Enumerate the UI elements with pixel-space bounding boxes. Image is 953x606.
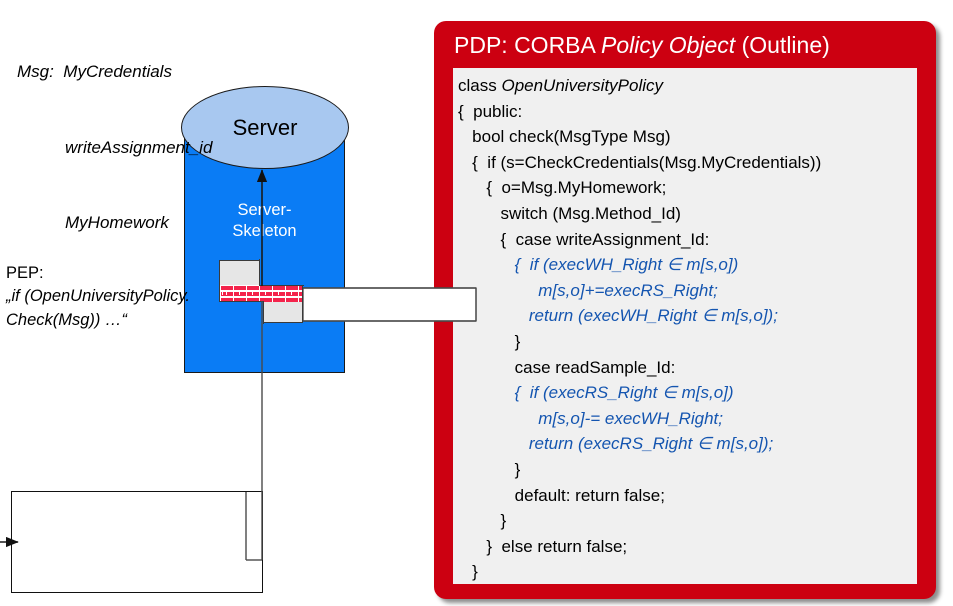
msg-box	[11, 491, 263, 593]
msg-field-1-row: writeAssignment_id	[17, 135, 212, 160]
brick-row-3	[220, 296, 302, 301]
code-line-4: { o=Msg.MyHomework;	[458, 178, 667, 198]
pdp-panel-title: PDP: CORBA Policy Object (Outline)	[454, 32, 830, 59]
msg-label-row: Msg: MyCredentials	[17, 59, 212, 84]
pdp-title-emphasis: Policy Object	[600, 32, 736, 58]
code-line-0-identifier: OpenUniversityPolicy	[501, 76, 664, 95]
pdp-code-listing: class OpenUniversityPolicy{ public: bool…	[453, 68, 917, 584]
code-line-9: return (execWH_Right ∈ m[s,o]);	[458, 306, 778, 326]
code-line-12: { if (execRS_Right ∈ m[s,o])	[458, 383, 734, 403]
interceptor-notch-bottom	[219, 301, 264, 324]
code-line-18: } else return false;	[458, 536, 628, 556]
code-line-0-keyword: class	[458, 76, 502, 95]
server-cylinder-top: Server	[181, 86, 349, 169]
pdp-policy-object-panel: PDP: CORBA Policy Object (Outline) class…	[434, 21, 936, 599]
msg-field-1: writeAssignment_id	[65, 137, 213, 157]
code-line-0: class OpenUniversityPolicy	[458, 73, 917, 99]
code-line-3: { if (s=CheckCredentials(Msg.MyCredentia…	[458, 152, 822, 172]
code-line-6: { case writeAssignment_Id:	[458, 229, 710, 249]
code-line-14: return (execRS_Right ∈ m[s,o]);	[458, 434, 774, 454]
code-line-16: default: return false;	[458, 485, 665, 505]
pep-quote-line-2: Check(Msg)) …“	[6, 310, 128, 329]
code-line-2: bool check(MsgType Msg)	[458, 127, 671, 147]
msg-box-content: Msg: MyCredentials writeAssignment_id My…	[17, 9, 212, 286]
pep-label: PEP:	[6, 264, 44, 282]
code-line-7: { if (execWH_Right ∈ m[s,o])	[458, 255, 739, 275]
skeleton-label-line-1: Server-	[237, 201, 292, 219]
brick-row-2	[220, 290, 302, 295]
skeleton-label-line-2: Skeleton	[232, 221, 297, 240]
server-label: Server	[232, 114, 298, 140]
code-line-1: { public:	[458, 101, 523, 121]
code-line-17: }	[458, 511, 507, 531]
pdp-title-suffix: (Outline)	[735, 32, 830, 58]
code-line-11: case readSample_Id:	[458, 357, 676, 377]
msg-field-2-row: MyHomework	[17, 210, 212, 235]
code-line-8: m[s,o]+=execRS_Right;	[458, 280, 718, 300]
code-line-13: m[s,o]-= execWH_Right;	[458, 408, 723, 428]
pep-annotation: PEP: „if (OpenUniversityPolicy. Check(Ms…	[6, 262, 221, 332]
pdp-title-prefix: PDP: CORBA	[454, 32, 601, 58]
code-line-5: switch (Msg.Method_Id)	[458, 203, 681, 223]
code-line-10: }	[458, 331, 521, 351]
brick-wall-icon	[220, 285, 302, 302]
code-line-15: }	[458, 459, 521, 479]
server-skeleton-label: Server- Skeleton	[184, 200, 345, 241]
msg-field-2: MyHomework	[65, 213, 169, 233]
msg-label: Msg:	[17, 62, 54, 82]
msg-field-0: MyCredentials	[63, 62, 172, 82]
code-line-19: }	[458, 562, 478, 582]
interceptor-notch-top	[259, 259, 304, 286]
pep-quote-line-1: „if (OpenUniversityPolicy.	[6, 287, 190, 306]
